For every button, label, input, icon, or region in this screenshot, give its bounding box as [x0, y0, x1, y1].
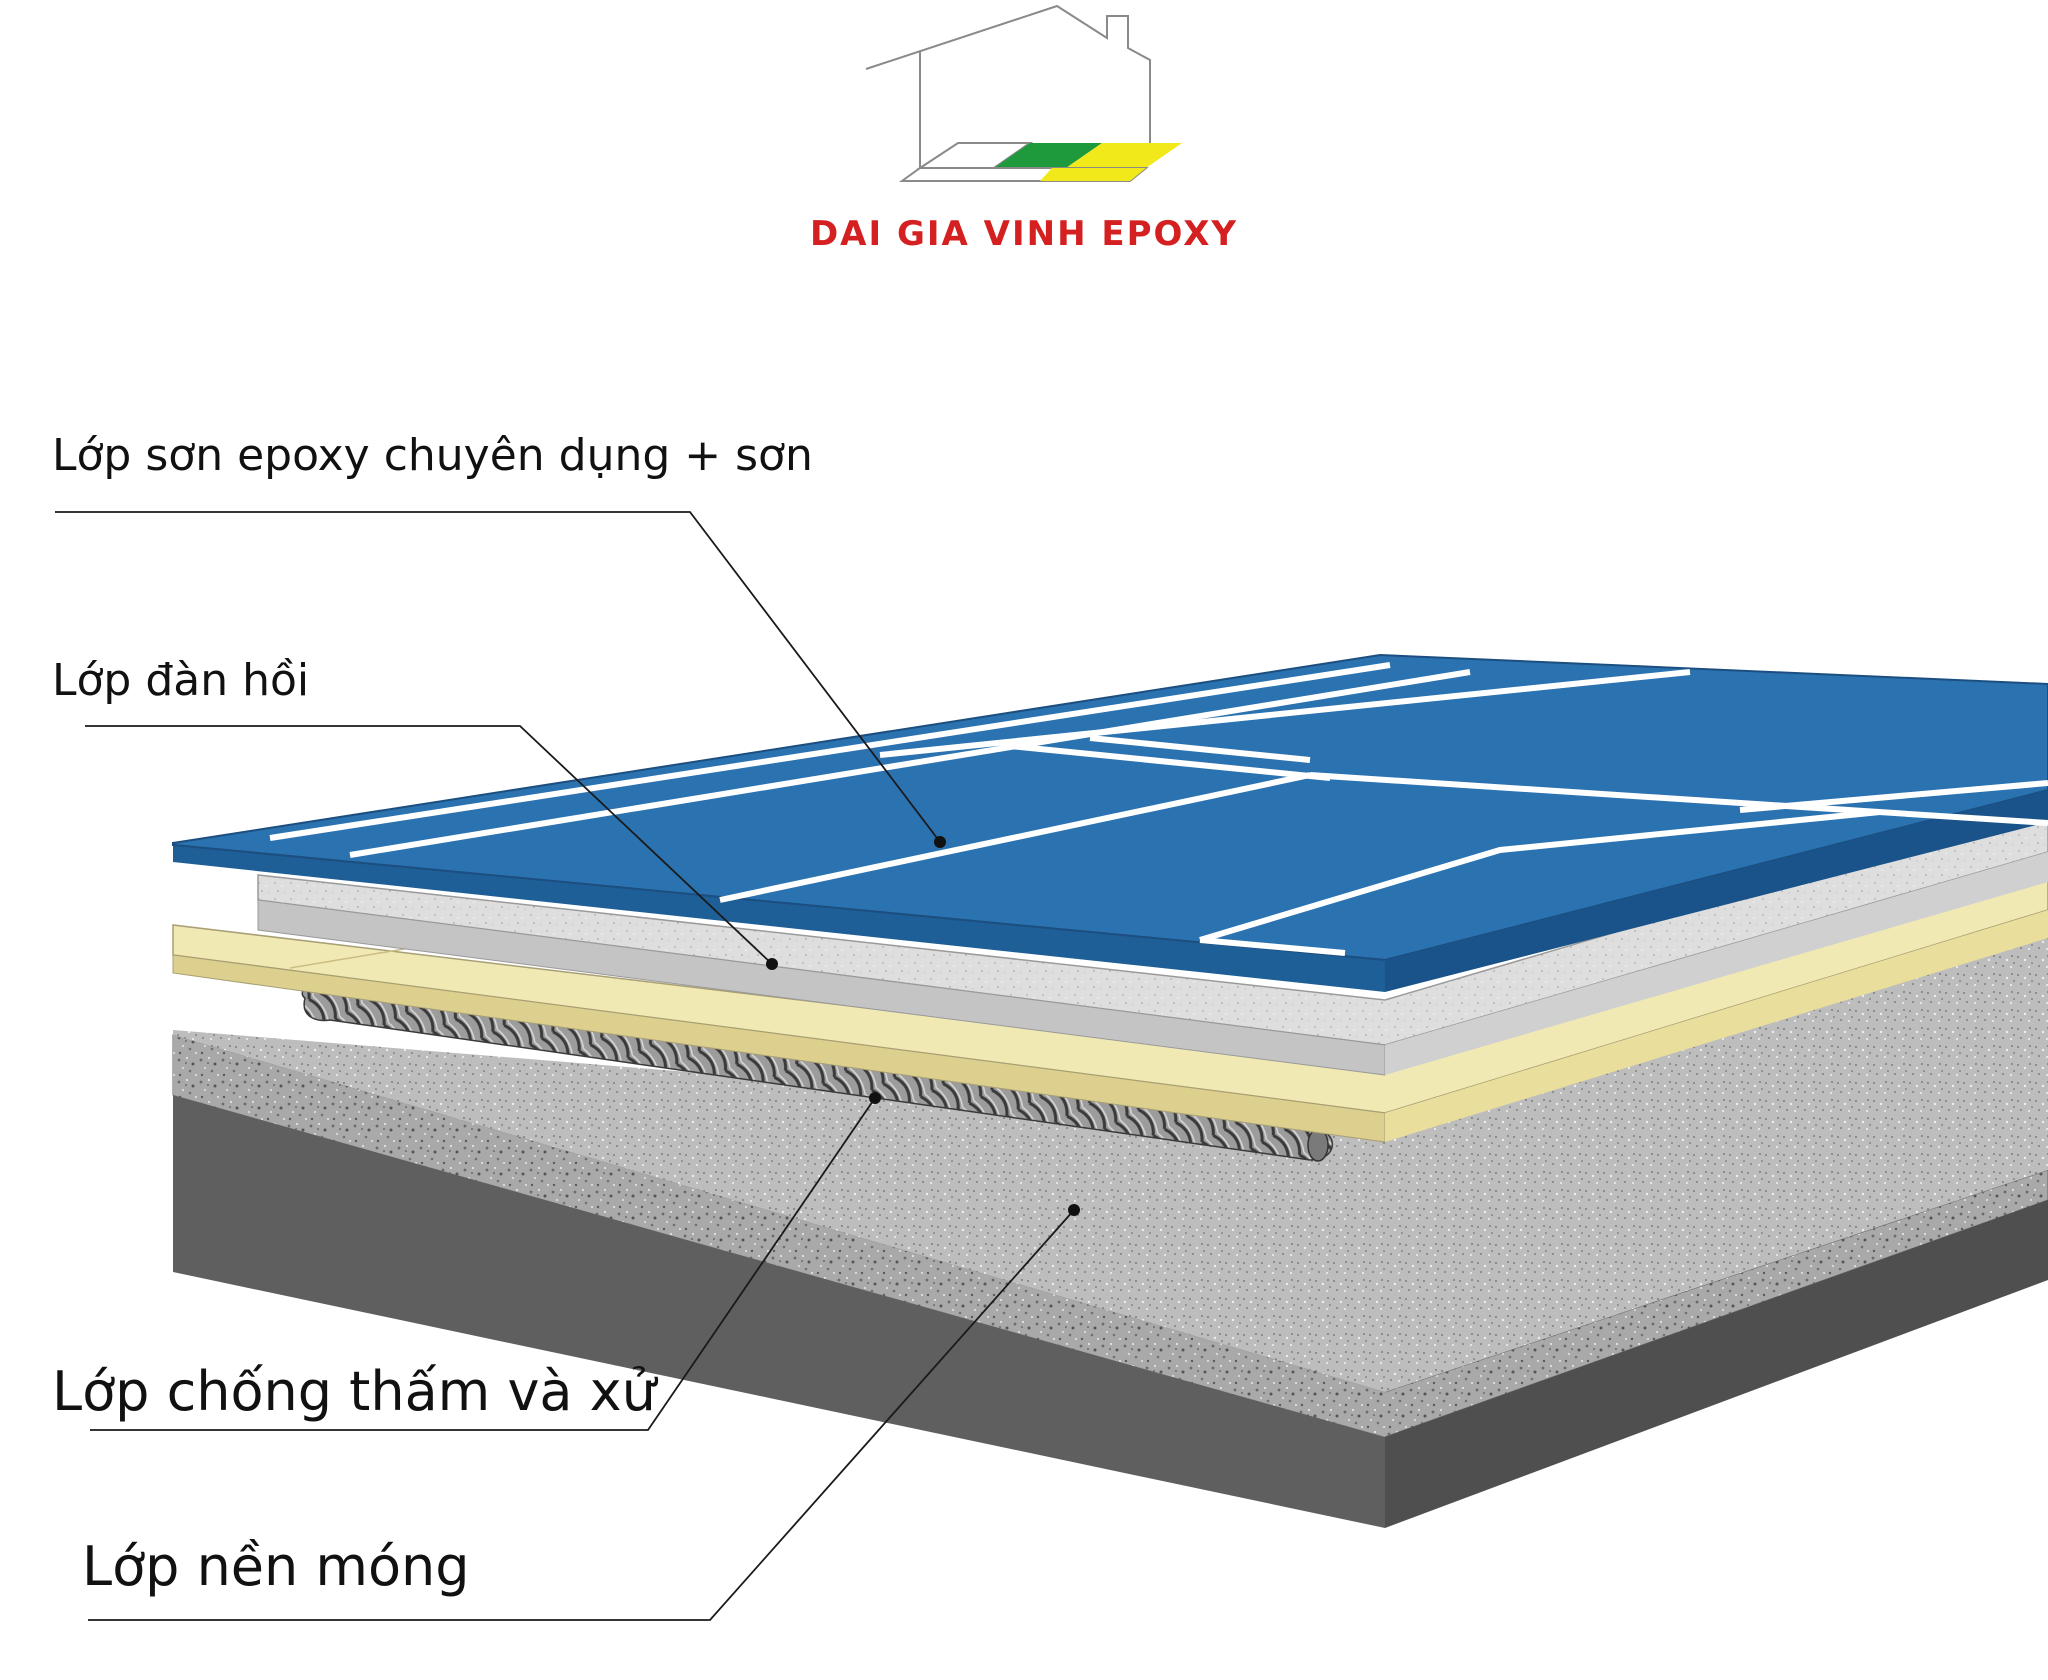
brand-name: DAI GIA VINH EPOXY: [810, 214, 1238, 254]
callout-elastic: Lớp đàn hồi: [52, 655, 778, 970]
callout-epoxy: Lớp sơn epoxy chuyên dụng + sơn: [52, 430, 946, 848]
callout-waterproof: Lớp chống thấm và xử: [52, 1092, 881, 1431]
pointer-dot: [934, 836, 946, 848]
pointer-dot: [766, 958, 778, 970]
foundation-layer: [172, 905, 2048, 1528]
waterproof-layer: [172, 869, 2048, 1143]
floor-tiles-icon: [898, 142, 1182, 182]
pointer-dot: [869, 1092, 881, 1104]
label-waterproof-layer: Lớp chống thấm và xử: [52, 1360, 659, 1423]
callout-foundation: Lớp nền móng: [82, 1204, 1080, 1621]
pointer-dot: [1068, 1204, 1080, 1216]
label-epoxy-layer: Lớp sơn epoxy chuyên dụng + sơn: [52, 430, 813, 481]
elastic-layer: [257, 804, 2048, 1076]
house-outline-icon: [865, 4, 1151, 168]
company-logo: DAI GIA VINH EPOXY: [810, 4, 1238, 254]
label-foundation-layer: Lớp nền móng: [82, 1535, 470, 1598]
epoxy-court-surface: [172, 653, 2048, 992]
court-lines: [269, 662, 2048, 956]
label-elastic-layer: Lớp đàn hồi: [52, 655, 309, 706]
